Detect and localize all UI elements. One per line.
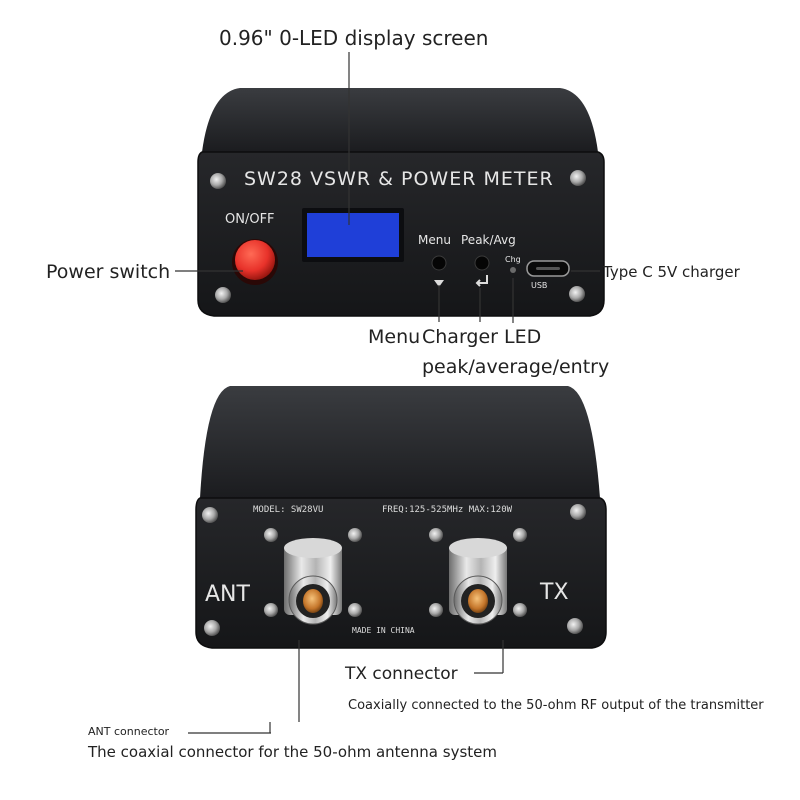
callout-type-c-charger: Type C 5V charger bbox=[603, 263, 740, 281]
screw-icon bbox=[210, 173, 226, 189]
front-panel-title: SW28 VSWR & POWER METER bbox=[244, 168, 554, 190]
model-label: MODEL: SW28VU bbox=[253, 505, 324, 515]
callout-charger-led: Charger LED bbox=[422, 326, 542, 348]
callout-peak-average-entry: peak/average/entry bbox=[422, 356, 610, 378]
screw-icon bbox=[569, 286, 585, 302]
peak-avg-button-label: Peak/Avg bbox=[461, 233, 516, 247]
usb-label: USB bbox=[531, 281, 548, 290]
callout-ant-connector: ANT connector bbox=[88, 725, 170, 738]
callout-menu: Menu bbox=[368, 326, 421, 348]
front-device bbox=[197, 88, 605, 317]
menu-button-label: Menu bbox=[418, 233, 451, 247]
oled-screen bbox=[307, 213, 399, 257]
peak-avg-button bbox=[474, 255, 490, 271]
power-button bbox=[235, 240, 275, 280]
menu-button bbox=[431, 255, 447, 271]
tx-connector bbox=[429, 528, 527, 625]
callout-ant-description: The coaxial connector for the 50-ohm ant… bbox=[88, 743, 497, 761]
callout-tx-connector: TX connector bbox=[345, 664, 458, 684]
screw-icon bbox=[204, 620, 220, 636]
back-device bbox=[195, 386, 607, 649]
screw-icon bbox=[215, 287, 231, 303]
leader-lines bbox=[175, 52, 600, 734]
screw-icon bbox=[570, 504, 586, 520]
ant-connector bbox=[264, 528, 362, 625]
made-in-label: MADE IN CHINA bbox=[352, 626, 415, 635]
screw-icon bbox=[567, 618, 583, 634]
callout-power-switch: Power switch bbox=[46, 261, 171, 283]
callout-tx-description: Coaxially connected to the 50-ohm RF out… bbox=[348, 698, 764, 713]
screw-icon bbox=[202, 507, 218, 523]
chg-label: Chg bbox=[505, 255, 521, 264]
enter-icon bbox=[475, 275, 488, 287]
charger-led bbox=[510, 267, 516, 273]
back-device-lid bbox=[200, 386, 600, 498]
down-arrow-icon bbox=[434, 280, 444, 287]
callout-display-screen: 0.96" 0-LED display screen bbox=[219, 26, 489, 50]
freq-label: FREQ:125-525MHz MAX:120W bbox=[382, 505, 513, 515]
on-off-label: ON/OFF bbox=[225, 212, 275, 227]
ant-panel-label: ANT bbox=[205, 582, 250, 607]
screw-icon bbox=[570, 170, 586, 186]
tx-panel-label: TX bbox=[540, 580, 569, 605]
front-device-lid bbox=[202, 88, 598, 152]
